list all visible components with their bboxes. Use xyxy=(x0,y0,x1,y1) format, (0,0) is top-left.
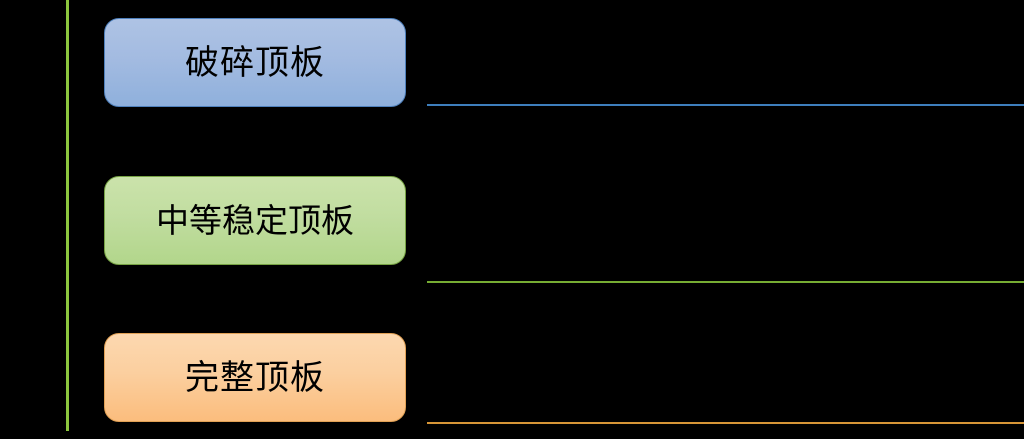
connector-line-broken-roof xyxy=(427,104,1024,106)
category-box-broken-roof[interactable]: 破碎顶板 xyxy=(104,18,406,107)
category-label-medium-stable-roof: 中等稳定顶板 xyxy=(156,201,354,240)
connector-line-medium-stable-roof xyxy=(427,281,1024,283)
category-box-medium-stable-roof[interactable]: 中等稳定顶板 xyxy=(104,176,406,265)
connector-line-intact-roof xyxy=(427,422,1024,424)
category-label-broken-roof: 破碎顶板 xyxy=(185,42,325,83)
category-box-intact-roof[interactable]: 完整顶板 xyxy=(104,333,406,422)
category-label-intact-roof: 完整顶板 xyxy=(185,357,325,398)
vertical-axis-line xyxy=(66,0,69,431)
